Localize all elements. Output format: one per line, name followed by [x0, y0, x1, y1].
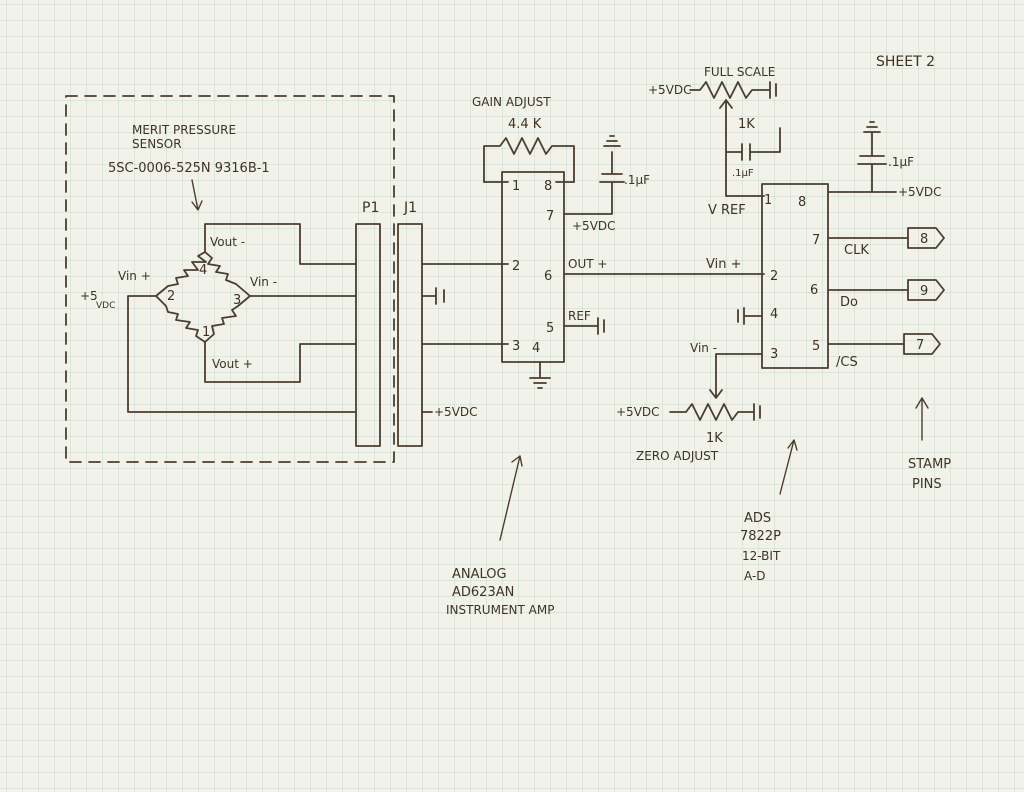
sensor-vout-neg-label: Vout - [210, 235, 245, 249]
bridge-pin-3: 3 [233, 293, 241, 308]
adc-pin-6: 6 [810, 283, 818, 298]
connector-supply-label: +5VDC [434, 405, 478, 419]
sheet-label: SHEET 2 [876, 54, 935, 70]
amp-pin-3: 3 [512, 339, 520, 354]
zero-adjust-pot [669, 403, 761, 421]
adc-note-line2: 7822P [740, 529, 781, 544]
full-scale-pot-value: 1K [738, 117, 755, 132]
amp-note-line1: ANALOG [452, 567, 507, 582]
stamp-pin-7-tag [903, 333, 941, 355]
sensor-part-number: 5SC-0006-525N 9316B-1 [108, 161, 270, 176]
adc-pin-2: 2 [770, 269, 778, 284]
amp-pin-8: 8 [544, 179, 552, 194]
adc-note-line4: A-D [744, 569, 766, 583]
amp-note-line3: INSTRUMENT AMP [446, 603, 554, 617]
sensor-supply-label: +5 [80, 289, 98, 303]
stamp-annotation-arrow [915, 397, 929, 441]
bridge-pin-2: 2 [167, 289, 175, 304]
vref-network [725, 127, 781, 197]
zero-adjust-label: ZERO ADJUST [636, 449, 719, 463]
bridge-resistor-br [204, 295, 251, 343]
sensor-vout-pos-label: Vout + [212, 357, 253, 371]
adc-pin-3: 3 [770, 347, 778, 362]
amp-pin-6: 6 [544, 269, 552, 284]
wire-vout-neg [204, 223, 357, 265]
adc-pin-5: 5 [812, 339, 820, 354]
sensor-pointer-arrow [191, 179, 203, 211]
sensor-supply-unit: VDC [96, 301, 115, 311]
instrument-amp-chip [501, 171, 565, 363]
adc-decoupling-cap [827, 121, 897, 193]
sensor-enclosure-outline [65, 95, 395, 463]
stamp-pin-9: 9 [920, 284, 928, 299]
full-scale-label: FULL SCALE [704, 65, 775, 79]
clk-label: CLK [844, 243, 869, 258]
adc-pin-4: 4 [770, 307, 778, 322]
adc-pin-8: 8 [798, 195, 806, 210]
adc-pin-7: 7 [812, 233, 820, 248]
adc-pin4-ground [737, 307, 763, 325]
zero-supply-label: +5VDC [616, 405, 660, 419]
full-scale-wiper [719, 99, 733, 129]
stamp-pin-8: 8 [920, 232, 928, 247]
gain-adjust-label: GAIN ADJUST [472, 95, 551, 109]
amp-decoupling-cap [563, 135, 625, 215]
amp-pin-4: 4 [532, 341, 540, 356]
adc-note-line3: 12-BIT [742, 549, 781, 563]
connector-j1-label: J1 [403, 200, 417, 216]
stamp-pin-9-tag [907, 279, 945, 301]
bridge-resistor-bl [155, 295, 206, 343]
adc-annotation-arrow [779, 439, 798, 495]
amp-ground-symbol [529, 361, 551, 389]
zero-adjust-wiper [709, 353, 763, 399]
adc-pin-1: 1 [764, 193, 772, 208]
cs-label: /CS [836, 355, 858, 370]
amp-pin-2: 2 [512, 259, 520, 274]
amp-annotation-arrow [499, 455, 523, 541]
full-scale-pot [689, 81, 777, 99]
adc-supply-label: +5VDC [898, 185, 942, 199]
sensor-title-line1: MERIT PRESSURE [132, 123, 236, 137]
amp-ref-ground [563, 317, 605, 335]
vref-label: V REF [708, 203, 746, 218]
bridge-resistor-tl [155, 251, 207, 297]
ground-cap-symbol [421, 287, 445, 305]
sensor-vin-neg-label: Vin - [250, 275, 277, 289]
sensor-title-line2: SENSOR [132, 137, 182, 151]
sensor-vin-pos-label: Vin + [118, 269, 151, 283]
stamp-label-line1: STAMP [908, 457, 951, 472]
adc-vin-neg-label: Vin - [690, 341, 717, 355]
amp-ref-label: REF [568, 309, 591, 323]
amp-supply-label: +5VDC [572, 219, 616, 233]
amp-cap-value: .1µF [624, 173, 650, 187]
bridge-pin-1: 1 [202, 325, 210, 340]
gain-resistor-value: 4.4 K [508, 117, 542, 132]
stamp-pin-7: 7 [916, 338, 924, 353]
connector-j1 [397, 223, 423, 447]
do-label: Do [840, 295, 858, 310]
amp-pin-5: 5 [546, 321, 554, 336]
adc-chip [761, 183, 829, 369]
connector-p1-label: P1 [362, 200, 379, 216]
wire-vout-pos [204, 341, 357, 383]
adc-note-line1: ADS [744, 511, 771, 526]
vref-cap-value: .1µF [732, 168, 754, 179]
amp-output-label: OUT + [568, 257, 607, 271]
bridge-resistor-tr [204, 251, 251, 297]
wire-supply-return [127, 295, 357, 413]
stamp-pin-8-tag [907, 227, 945, 249]
gain-resistor [483, 137, 575, 183]
amp-pin-7: 7 [546, 209, 554, 224]
stamp-label-line2: PINS [912, 477, 942, 492]
adc-cap-value: .1µF [888, 155, 914, 169]
adc-vin-pos-label: Vin + [706, 257, 741, 272]
connector-p1 [355, 223, 381, 447]
amp-note-line2: AD623AN [452, 585, 514, 600]
amp-pin-1: 1 [512, 179, 520, 194]
bridge-pin-4: 4 [199, 263, 207, 278]
full-scale-supply-label: +5VDC [648, 83, 692, 97]
zero-pot-value: 1K [706, 431, 723, 446]
